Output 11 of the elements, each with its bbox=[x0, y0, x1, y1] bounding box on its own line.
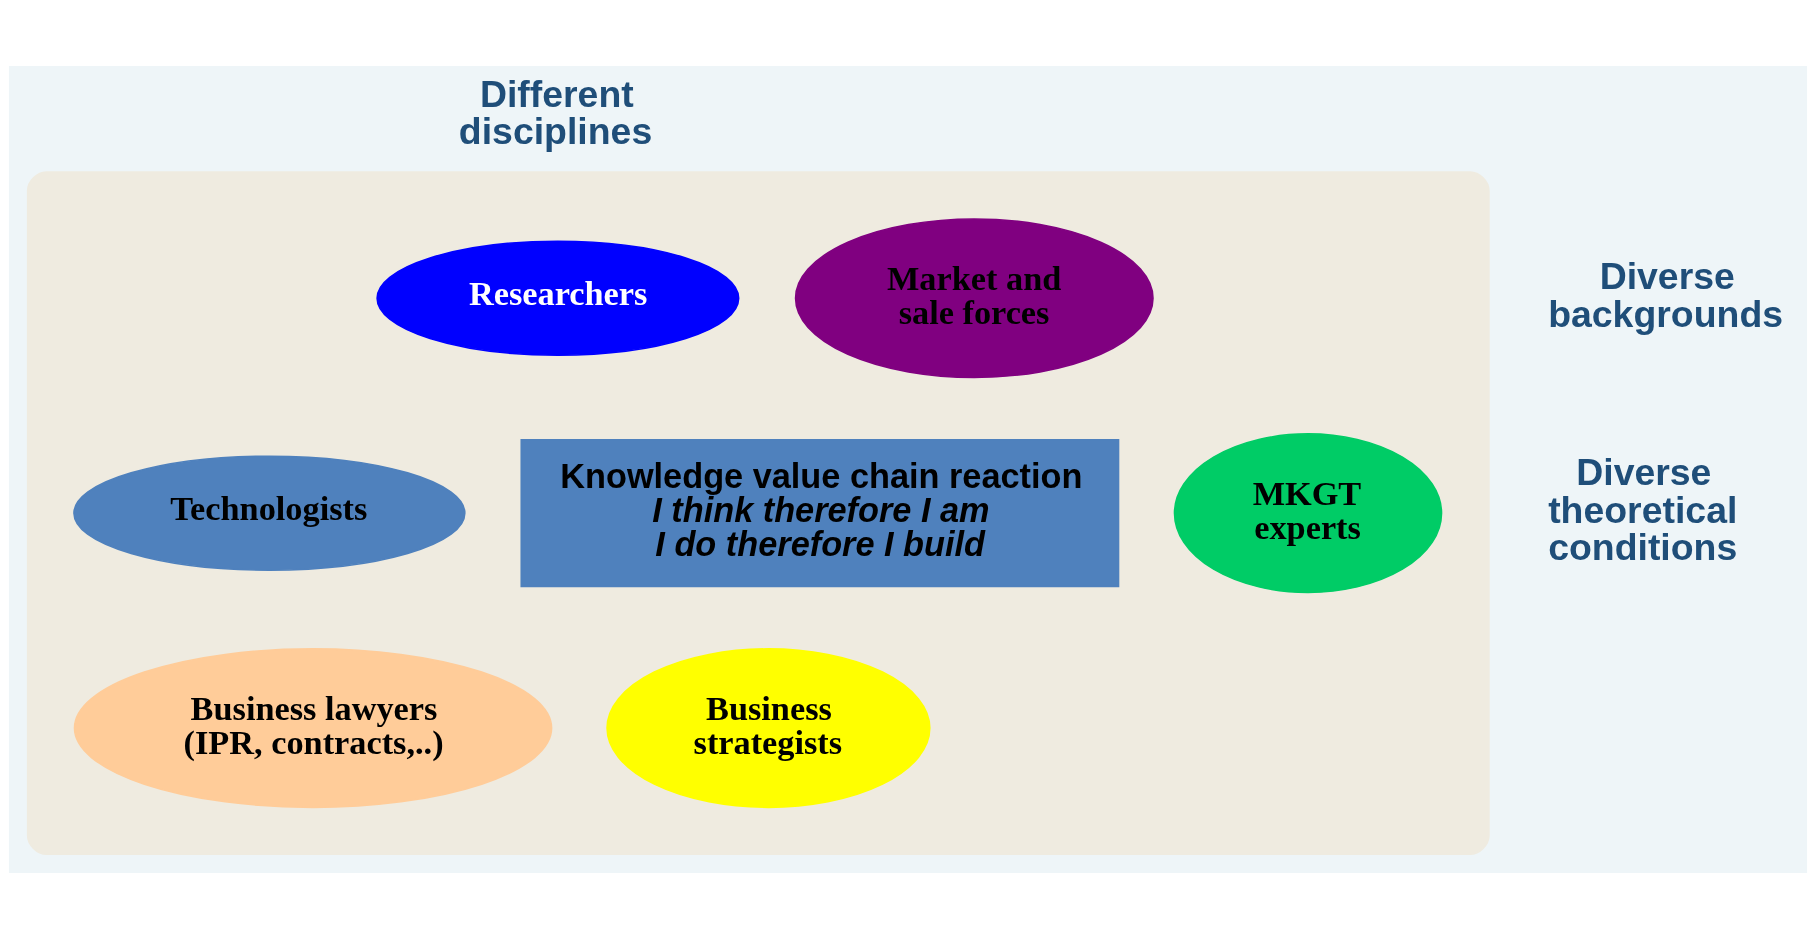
label: Different disciplines bbox=[458, 72, 653, 153]
node-ellipse: Technologists bbox=[73, 455, 466, 571]
node-ellipse: MKGT experts bbox=[1173, 433, 1443, 594]
node-ellipse: Business lawyers (IPR, contracts,..) bbox=[73, 648, 553, 809]
label: Diverse backgrounds bbox=[1548, 255, 1784, 335]
cluster bbox=[26, 171, 1490, 856]
label: Diverse theoretical conditions bbox=[1548, 451, 1738, 569]
node-box: Knowledge value chain reaction I think therefore I am I do therefore I build bbox=[520, 439, 1120, 588]
node-ellipse: Business strategists bbox=[606, 648, 931, 809]
node-ellipse: Market and sale forces bbox=[794, 218, 1154, 379]
node-ellipse: Researchers bbox=[376, 240, 740, 356]
